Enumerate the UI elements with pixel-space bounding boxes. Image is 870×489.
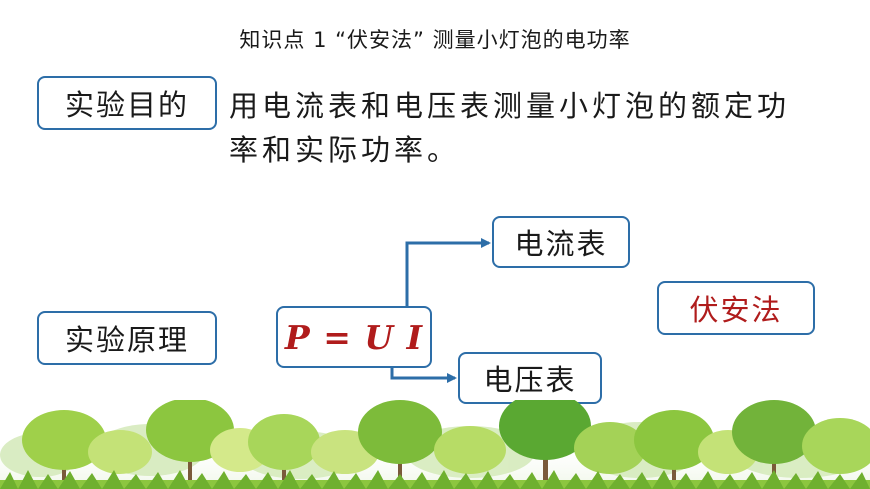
- voltammetry-method-label: 伏安法: [689, 293, 783, 327]
- description-line-2: 率和实际功率。: [229, 133, 461, 167]
- arrow-to-ammeter: [405, 238, 491, 308]
- experiment-principle-label: 实验原理: [37, 311, 217, 365]
- tree-border-decoration: [0, 400, 870, 489]
- power-formula-box: P = U I: [276, 306, 432, 368]
- voltmeter-label: 电压表: [483, 363, 577, 397]
- experiment-goal-label: 实验目的: [37, 76, 217, 130]
- power-formula: P = U I: [284, 317, 424, 357]
- description-line-1: 用电流表和电压表测量小灯泡的额定功: [229, 89, 791, 123]
- ammeter-label: 电流表: [514, 227, 608, 261]
- experiment-principle-text: 实验原理: [64, 323, 189, 357]
- voltmeter-box: 电压表: [458, 352, 602, 404]
- ammeter-box: 电流表: [492, 216, 630, 268]
- voltammetry-method-box: 伏安法: [657, 281, 815, 335]
- experiment-goal-description: 用电流表和电压表测量小灯泡的额定功 率和实际功率。: [229, 84, 829, 172]
- slide-title: 知识点 1 “伏安法” 测量小灯泡的电功率: [239, 28, 631, 52]
- experiment-goal-text: 实验目的: [64, 88, 189, 122]
